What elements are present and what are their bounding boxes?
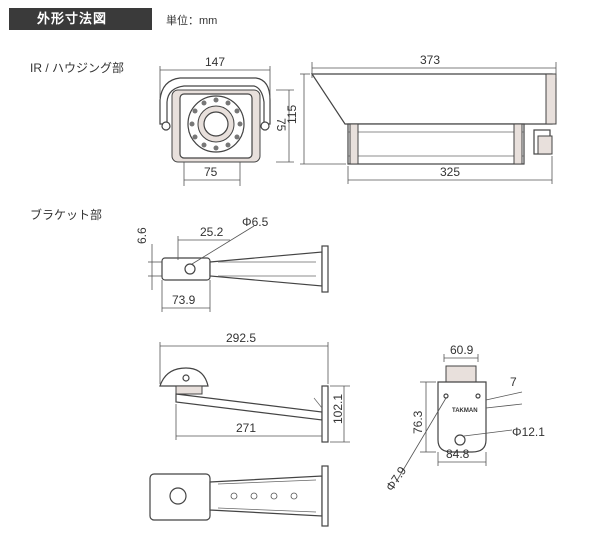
svg-text:60.9: 60.9 [450, 343, 474, 357]
dimension-front-height-inner: 75 [274, 89, 294, 163]
svg-text:325: 325 [440, 165, 460, 179]
svg-text:Φ6.5: Φ6.5 [242, 215, 269, 229]
section-label-bracket: ブラケット部 [30, 208, 103, 222]
svg-text:Φ7.9: Φ7.9 [383, 464, 409, 494]
svg-text:373: 373 [420, 53, 440, 67]
mount-plate-view: TAKMAN [437, 365, 487, 453]
dimension-bracket-top: 6.6 25.2 Φ6.5 73.9 [135, 215, 269, 312]
dimension-side-height: 115 [285, 73, 346, 165]
bracket-top-view [161, 245, 329, 293]
svg-text:102.1: 102.1 [331, 394, 345, 424]
svg-text:25.2: 25.2 [200, 225, 224, 239]
dimension-side-length: 373 [311, 53, 557, 78]
plate-brand-text: TAKMAN [452, 408, 478, 414]
dimension-front-width-inner: 75 [183, 162, 241, 186]
svg-text:76.3: 76.3 [411, 410, 425, 434]
housing-front-view [159, 77, 271, 163]
svg-text:147: 147 [205, 55, 225, 69]
dimension-front-width: 147 [159, 55, 271, 98]
svg-text:271: 271 [236, 421, 256, 435]
page-title: 外形寸法図 [9, 8, 152, 30]
svg-text:115: 115 [285, 105, 299, 124]
section-label-ir-housing: IR / ハウジング部 [30, 61, 125, 75]
svg-text:84.8: 84.8 [446, 447, 470, 461]
bracket-bottom-view [149, 465, 329, 527]
svg-text:75: 75 [204, 165, 218, 179]
svg-text:73.9: 73.9 [172, 293, 196, 307]
dimension-side-bottom-length: 325 [347, 156, 553, 184]
housing-side-view [310, 73, 557, 165]
svg-text:6.6: 6.6 [135, 227, 149, 244]
unit-label: 単位：mm [166, 15, 218, 27]
svg-text:Φ12.1: Φ12.1 [512, 425, 545, 439]
dimension-bracket-side: 292.5 271 102.1 [159, 331, 350, 443]
svg-text:75: 75 [274, 118, 288, 132]
svg-text:292.5: 292.5 [226, 331, 256, 345]
svg-text:7: 7 [510, 375, 517, 389]
bracket-side-view [159, 367, 329, 443]
